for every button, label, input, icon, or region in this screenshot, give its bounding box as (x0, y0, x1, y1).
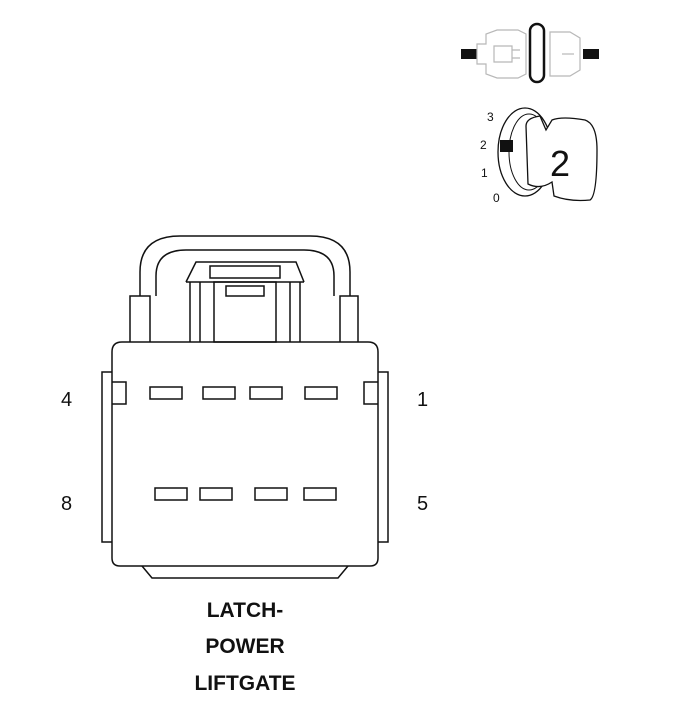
pin-label-5: 5 (417, 493, 428, 515)
connector-title-line-3: LIFTGATE (194, 672, 295, 695)
key-position-icon (497, 107, 598, 202)
pin-cavity-2 (249, 386, 283, 400)
key-position-label-0: 0 (493, 191, 500, 205)
key-position-label-3: 3 (487, 110, 494, 124)
pin-cavity-6 (254, 487, 288, 501)
pin-cavity-4 (149, 386, 183, 400)
key-position-label-1: 1 (481, 166, 488, 180)
key-position-label-2: 2 (480, 138, 487, 152)
pin-cavity-5 (303, 487, 337, 501)
pin-cavity-1 (304, 386, 338, 400)
connector-body (101, 235, 389, 579)
key-position-marker (500, 140, 513, 152)
pin-cavity-3 (202, 386, 236, 400)
connector-mating-icon (461, 22, 599, 84)
connector-title-line-1: LATCH- (207, 599, 284, 622)
pin-label-4: 4 (61, 389, 72, 411)
pin-cavities (149, 386, 338, 501)
connector-title-line-2: POWER (205, 635, 284, 658)
pin-cavity-8 (154, 487, 188, 501)
pin-label-1: 1 (417, 389, 428, 411)
pin-cavity-7 (199, 487, 233, 501)
key-number: 2 (550, 143, 570, 184)
pin-label-8: 8 (61, 493, 72, 515)
